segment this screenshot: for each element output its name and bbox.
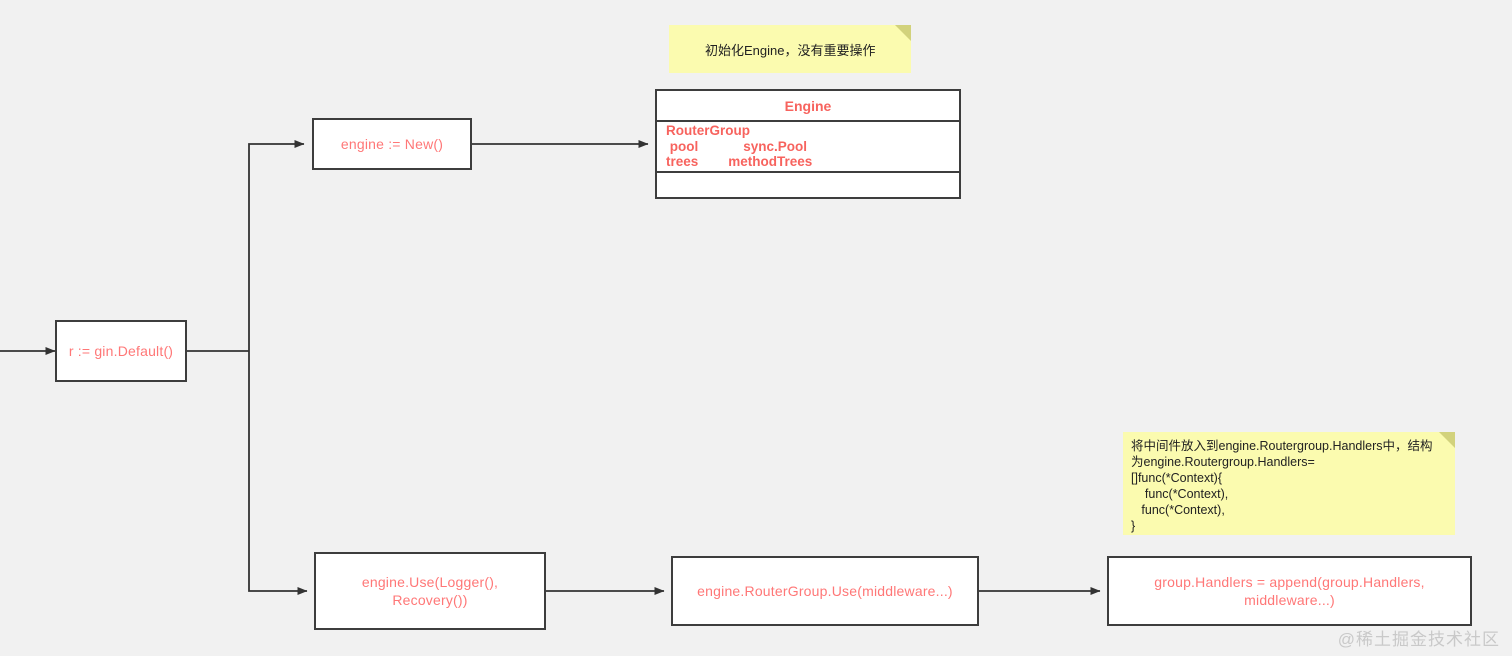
node-routergroup-use-label: engine.RouterGroup.Use(middleware...) [697, 583, 953, 599]
sticky-note-engine-init-text: 初始化Engine，没有重要操作 [705, 43, 876, 58]
node-routergroup-use[interactable]: engine.RouterGroup.Use(middleware...) [671, 556, 979, 626]
note-fold-icon [895, 25, 911, 41]
edge-branch-to-engine-use [248, 351, 308, 595]
node-engine-new[interactable]: engine := New() [312, 118, 472, 170]
watermark: @稀土掘金技术社区 [1337, 630, 1500, 649]
class-attr-trees: trees methodTrees [666, 154, 813, 169]
node-group-handlers[interactable]: group.Handlers = append(group.Handlers, … [1107, 556, 1472, 626]
node-engine-use[interactable]: engine.Use(Logger(), Recovery()) [314, 552, 546, 630]
sticky-note-handlers-text: 将中间件放入到engine.Routergroup.Handlers中，结构为e… [1131, 439, 1433, 533]
class-box-methods-section [657, 173, 959, 197]
node-group-handlers-label: group.Handlers = append(group.Handlers, … [1154, 574, 1425, 608]
sticky-note-handlers[interactable]: 将中间件放入到engine.Routergroup.Handlers中，结构为e… [1123, 432, 1455, 535]
class-box-title: Engine [657, 91, 959, 122]
node-gin-default-label: r := gin.Default() [68, 343, 174, 359]
node-gin-default[interactable]: r := gin.Default() [55, 320, 187, 382]
class-box-engine[interactable]: Engine RouterGroup pool sync.Pool trees … [655, 89, 961, 199]
class-box-attributes: RouterGroup pool sync.Pool trees methodT… [657, 122, 959, 173]
sticky-note-engine-init[interactable]: 初始化Engine，没有重要操作 [669, 25, 911, 73]
edge-branch-to-engine-new [248, 140, 305, 351]
node-engine-new-label: engine := New() [340, 136, 444, 152]
class-attr-routergroup: RouterGroup [666, 123, 750, 138]
note-fold-icon [1439, 432, 1455, 448]
node-engine-use-label: engine.Use(Logger(), Recovery()) [361, 574, 499, 608]
class-attr-pool: pool sync.Pool [666, 138, 808, 154]
